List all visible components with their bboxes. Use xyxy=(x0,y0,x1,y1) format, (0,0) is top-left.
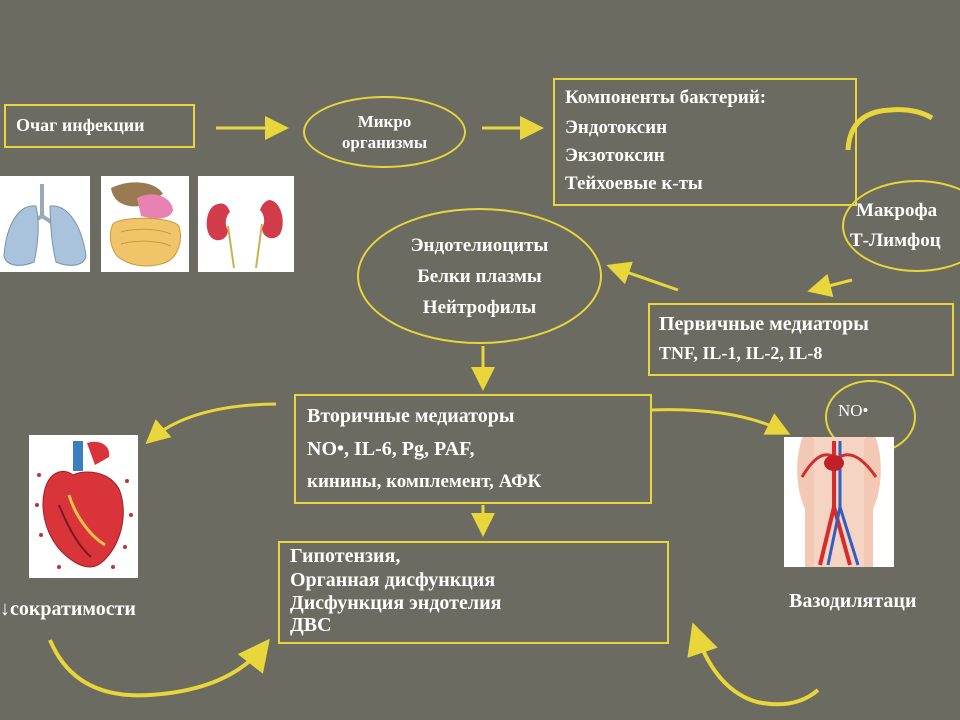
bacteria-item-teichoic: Тейхоевые к-ты xyxy=(565,173,703,194)
primary-mediators-items: TNF, IL-1, IL-2, IL-8 xyxy=(659,343,823,363)
outcome-organ-dysfunction: Органная дисфункция xyxy=(290,569,496,591)
macrophages-line-1: Макрофа xyxy=(856,200,938,221)
vasodilation-label: Вазодилятаци xyxy=(789,590,917,612)
microorganisms-ellipse: Микро организмы xyxy=(303,96,466,168)
endothelium-ellipse: Эндотелиоциты Белки плазмы Нейтрофилы xyxy=(357,208,602,344)
vascular-system-icon xyxy=(797,433,881,567)
contractility-label: ↓сократимости xyxy=(0,598,136,620)
primary-mediators-title: Первичные медиаторы xyxy=(659,313,869,335)
kidneys-image xyxy=(198,176,294,272)
endothelium-line-3: Нейтрофилы xyxy=(422,296,537,318)
digestive-image xyxy=(101,176,189,272)
arrow-primary-to-endothelium xyxy=(606,261,679,292)
outcome-hypotension: Гипотензия, xyxy=(290,545,401,567)
infection-focus-box: Очаг инфекции xyxy=(4,104,195,148)
curve-heart-to-outcomes xyxy=(48,638,270,698)
endothelium-line-2: Белки плазмы xyxy=(417,265,542,287)
arrow-macrophages-to-primary xyxy=(807,273,853,298)
digestive-organs-icon xyxy=(109,182,181,267)
bacteria-item-exotoxin: Экзотоксин xyxy=(565,145,665,166)
secondary-mediators-box: Вторичные медиаторы NO•, IL-6, Pg, PAF, … xyxy=(294,394,652,504)
macrophages-ellipse: Макрофа Т-Лимфоц xyxy=(842,180,960,272)
endothelium-line-1: Эндотелиоциты xyxy=(410,234,549,256)
secondary-mediators-title: Вторичные медиаторы xyxy=(307,405,515,427)
vascular-image xyxy=(784,433,894,567)
outcome-dic: ДВС xyxy=(290,614,332,636)
lungs-image xyxy=(0,176,90,272)
curve-secondary-to-heart xyxy=(145,402,277,444)
bacteria-components-title: Компоненты бактерий: xyxy=(565,87,767,108)
heart-image xyxy=(29,435,138,578)
infection-focus-label: Очаг инфекции xyxy=(16,115,145,135)
curve-vessels-to-outcomes xyxy=(687,622,820,707)
macrophages-line-2: Т-Лимфоц xyxy=(850,230,941,251)
bacteria-item-endotoxin: Эндотоксин xyxy=(565,117,668,138)
primary-mediators-box: Первичные медиаторы TNF, IL-1, IL-2, IL-… xyxy=(648,303,954,376)
curve-components-to-macrophages xyxy=(845,107,934,151)
outcome-endothelial-dysfunction: Дисфункция эндотелия xyxy=(290,592,502,614)
curve-secondary-to-vessels xyxy=(651,408,791,435)
microorganisms-line-1: Микро xyxy=(357,112,412,131)
microorganisms-line-2: организмы xyxy=(341,133,428,152)
secondary-mediators-line-3: кинины, комплемент, АФК xyxy=(307,471,542,492)
no-radical-label: NO• xyxy=(838,401,869,420)
outcomes-box: Гипотензия, Органная дисфункция Дисфункц… xyxy=(278,541,669,644)
heart-icon xyxy=(35,441,133,569)
bacteria-components-box: Компоненты бактерий: Эндотоксин Экзотокс… xyxy=(553,78,857,206)
secondary-mediators-line-2: NO•, IL-6, Pg, PAF, xyxy=(307,438,475,460)
lungs-icon xyxy=(3,184,87,266)
kidneys-icon xyxy=(206,200,283,269)
